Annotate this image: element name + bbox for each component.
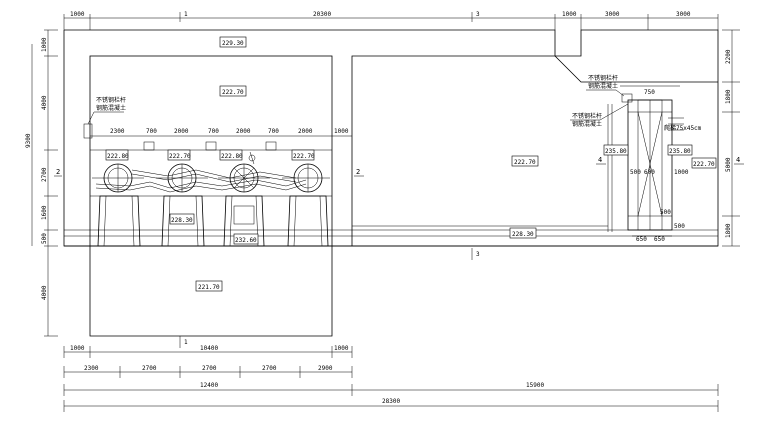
elevation-label: 229.30 [222,40,244,47]
inner-dim-label: 2300 [110,128,125,135]
inner-dim-label: 700 [268,128,279,135]
left-dimension-chain: 1000 4000 2700 1600 500 4000 9300 [25,29,58,337]
note-line: 钢筋混凝土 [588,82,618,90]
inner-dim-label: 1000 [334,128,349,135]
right-dim-label: 1800 [725,223,732,238]
top-dim-label: 3000 [676,11,691,18]
elevation-label: 235.80 [669,148,691,155]
inner-dim-label: 2000 [174,128,189,135]
tower-ladder-label: 爬梯75x45cm [664,124,702,132]
section-mark-1-top: 1 [184,11,188,18]
left-total-label: 9300 [25,133,32,148]
elevation-label: 222.80 [221,153,243,160]
elevation-label: 222.80 [107,153,129,160]
inner-dim-label: 700 [208,128,219,135]
left-dim-label: 4000 [41,95,48,110]
tower-dim-bottom-c: 650 [654,236,665,243]
section-mark-4-right: 4 [736,156,740,164]
bottom-dimension-chains: 1000 10400 1000 2300 2700 2700 2700 2900… [63,345,719,412]
tower-dim-bottom-b: 650 [636,236,647,243]
bottom-total-label: 28300 [382,398,400,405]
left-dim-label: 2700 [41,167,48,182]
note-line: 钢筋混凝土 [572,120,602,128]
elevation-label: 221.70 [198,284,220,291]
bottom-dim-label: 1000 [70,345,85,352]
elevation-label: 222.70 [169,153,191,160]
stair-tower: 750 500 600 1000 500 650 650 500 爬梯75x45… [620,85,702,243]
elevation-label: 232.60 [235,237,257,244]
elevation-label: 222.70 [514,159,536,166]
inner-dimension-row: 2300 700 2000 700 2000 700 2000 1000 [90,128,352,137]
left-dim-label: 500 [41,233,48,244]
section-mark-1-bottom: 1 [184,339,188,346]
section-mark-2-right: 2 [356,168,360,176]
filter-unit-1 [92,163,144,247]
elevation-label: 228.30 [512,231,534,238]
section-mark-3-bottom: 3 [476,251,480,258]
main-outline [63,29,719,337]
tower-dim-mid: 600 [644,169,655,176]
elevation-label: 222.70 [222,89,244,96]
bottom-dim-label: 2900 [318,365,333,372]
right-dim-label: 2200 [725,49,732,64]
bottom-dim-label: 1000 [334,345,349,352]
elevation-labels: 229.30 222.70 222.80 222.70 222.80 222.7… [105,36,717,292]
note-line: 不锈钢栏杆 [588,74,618,82]
inner-dim-label: 2000 [298,128,313,135]
elevation-label: 235.80 [605,148,627,155]
top-dimension-chain: 1000 20300 1000 3000 3000 1 3 [63,11,719,30]
top-dim-label: 20300 [313,11,331,18]
right-dim-label: 5000 [725,157,732,172]
top-dim-label: 1000 [70,11,85,18]
bottom-dim-label: 10400 [200,345,218,352]
top-dim-label: 3000 [605,11,620,18]
section-mark-2-left: 2 [56,168,60,176]
note-line: 不锈钢栏杆 [572,112,602,120]
inner-dim-label: 700 [146,128,157,135]
inner-dim-label: 2000 [236,128,251,135]
note-line: 不锈钢栏杆 [96,96,126,104]
bottom-dim-label: 15900 [526,382,544,389]
section-mark-4-left: 4 [598,156,602,164]
elevation-label: 222.70 [693,161,715,168]
right-dimension-chain: 2200 1800 5000 1800 [722,29,740,247]
section-mark-3-top: 3 [476,11,480,18]
elevation-label: 222.70 [293,153,315,160]
tower-dim-bottom-a: 500 [660,209,671,216]
bottom-dim-label: 2700 [202,365,217,372]
bottom-dim-label: 2700 [142,365,157,372]
tower-dim-top: 750 [644,89,655,96]
bottom-dim-label: 12400 [200,382,218,389]
note-line: 钢筋混凝土 [96,104,126,112]
filter-unit-3 [218,151,270,247]
tower-dim-corner: 500 [674,223,685,230]
tower-dim-left: 500 [630,169,641,176]
right-dim-label: 1800 [725,89,732,104]
filter-units [92,151,330,247]
notes: 不锈钢栏杆 钢筋混凝土 不锈钢栏杆 钢筋混凝土 不锈钢栏杆 钢筋混凝土 [87,74,629,128]
left-dim-label: 1000 [41,37,48,52]
bottom-dim-label: 2700 [262,365,277,372]
top-dim-label: 1000 [562,11,577,18]
tower-dim-right: 1000 [674,169,689,176]
filter-unit-4 [282,163,330,247]
left-dim-label: 1600 [41,205,48,220]
filter-unit-2 [156,163,208,247]
section-marks: 2 2 4 4 3 1 [54,156,744,348]
elevation-label: 228.30 [171,217,193,224]
left-dim-label: 4000 [41,285,48,300]
bottom-dim-label: 2300 [84,365,99,372]
